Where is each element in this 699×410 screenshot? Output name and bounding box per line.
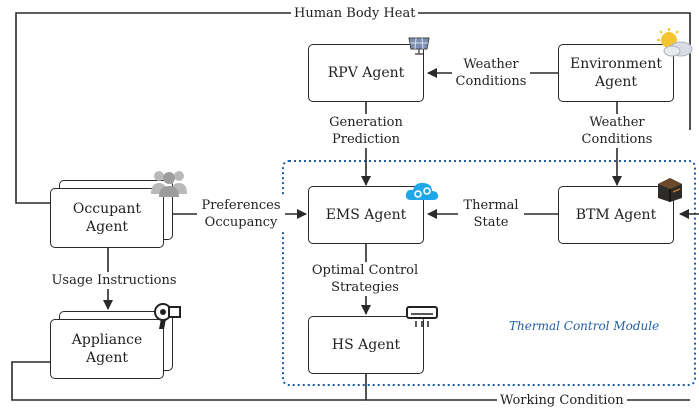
sun-cloud-icon: [657, 28, 693, 57]
cloud-gears-icon: [405, 182, 438, 200]
ems-agent-box[interactable]: EMS Agent: [308, 186, 424, 244]
building-block-icon: [658, 178, 682, 202]
thermal-state-label: Thermal State: [458, 197, 524, 231]
air-conditioner-icon: [406, 306, 438, 327]
generation-prediction-label: Generation Prediction: [326, 114, 406, 148]
appliance-agent-box[interactable]: Appliance Agent: [50, 319, 164, 379]
usage-instructions-label: Usage Instructions: [46, 272, 182, 289]
solar-panel-icon: [408, 37, 430, 55]
hs-agent-box[interactable]: HS Agent: [308, 316, 424, 374]
environment-agent-box[interactable]: Environment Agent: [558, 44, 674, 102]
working-condition-label: Working Condition: [497, 392, 627, 409]
occupant-agent-box[interactable]: Occupant Agent: [50, 188, 164, 248]
rpv-agent-box[interactable]: RPV Agent: [308, 44, 424, 102]
weather-conditions-rpv-label: Weather Conditions: [452, 56, 530, 90]
preferences-occupancy-label: Preferences Occupancy: [197, 197, 285, 231]
weather-conditions-ems-label: Weather Conditions: [576, 114, 658, 148]
people-group-icon: [151, 171, 187, 197]
btm-agent-box[interactable]: BTM Agent: [558, 186, 674, 244]
thermal-control-module-label: Thermal Control Module: [509, 319, 660, 333]
human-body-heat-label: Human Body Heat: [291, 5, 419, 22]
hair-dryer-icon: [154, 303, 181, 329]
appliance-working-line: [11, 361, 366, 401]
human-body-heat-line: [15, 12, 691, 204]
optimal-control-strategies-label: Optimal Control Strategies: [306, 262, 424, 296]
thermal-control-module-boundary: [282, 160, 696, 386]
